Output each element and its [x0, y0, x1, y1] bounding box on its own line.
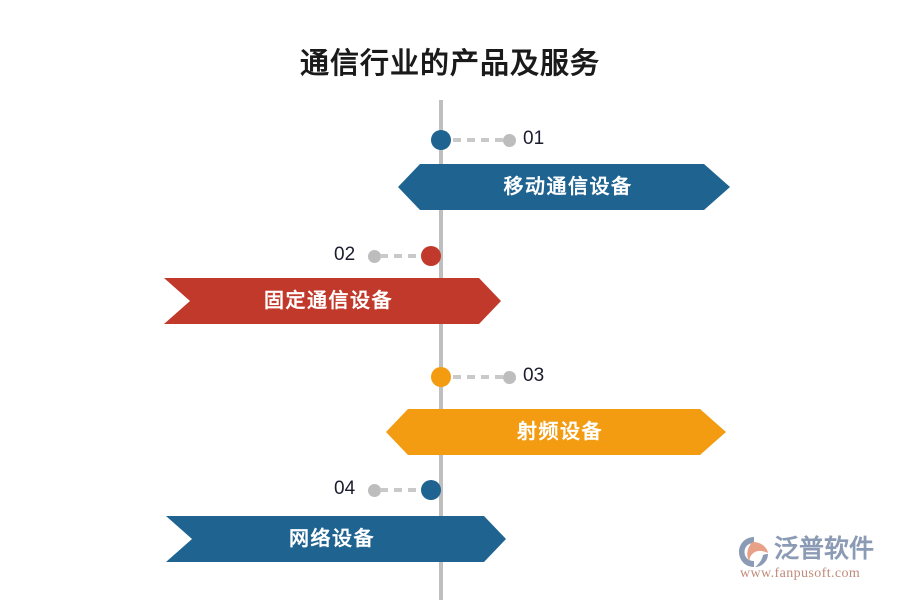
timeline-banner-01[interactable]: 移动通信设备 — [398, 164, 738, 210]
marker-endpoint-03 — [503, 371, 516, 384]
banner-label-02: 固定通信设备 — [264, 290, 393, 312]
marker-endpoint-04 — [368, 484, 381, 497]
banner-label-01: 移动通信设备 — [503, 176, 633, 198]
marker-dot-04 — [421, 480, 441, 500]
banner-body-04 — [158, 516, 506, 562]
fanpusoft-logo[interactable]: 泛普软件 www.fanpusoft.com — [738, 532, 886, 588]
marker-dot-01 — [431, 130, 451, 150]
timeline-banner-04[interactable]: 网络设备 — [158, 516, 506, 562]
banner-body-03 — [386, 409, 734, 455]
marker-connector-02 — [380, 254, 424, 258]
timeline-marker-01[interactable]: 01 — [431, 128, 544, 150]
fanpusoft-logo-icon — [738, 536, 772, 568]
banner-label-04: 网络设备 — [289, 528, 375, 550]
marker-endpoint-01 — [503, 134, 516, 147]
marker-number-02: 02 — [334, 244, 356, 265]
page-title: 通信行业的产品及服务 — [299, 48, 600, 80]
timeline-marker-04[interactable]: 04 — [334, 478, 444, 500]
marker-dot-02 — [421, 246, 441, 266]
timeline-banner-03[interactable]: 射频设备 — [386, 409, 734, 455]
marker-connector-01 — [453, 138, 503, 142]
marker-connector-04 — [380, 488, 424, 492]
banner-label-03: 射频设备 — [517, 421, 603, 443]
marker-endpoint-02 — [368, 250, 381, 263]
marker-dot-03 — [431, 367, 451, 387]
timeline-marker-03[interactable]: 03 — [431, 365, 544, 387]
banner-body-02 — [156, 278, 501, 324]
timeline-marker-02[interactable]: 02 — [334, 244, 444, 266]
marker-number-03: 03 — [523, 365, 545, 386]
timeline-banner-02[interactable]: 固定通信设备 — [156, 278, 501, 324]
logo-brand-text: 泛普软件 — [774, 535, 875, 563]
marker-number-01: 01 — [523, 128, 545, 149]
timeline-axis — [439, 100, 443, 600]
banner-body-01 — [398, 164, 738, 210]
logo-url-text: www.fanpusoft.com — [740, 566, 861, 581]
marker-number-04: 04 — [334, 478, 356, 499]
marker-connector-03 — [453, 375, 503, 379]
